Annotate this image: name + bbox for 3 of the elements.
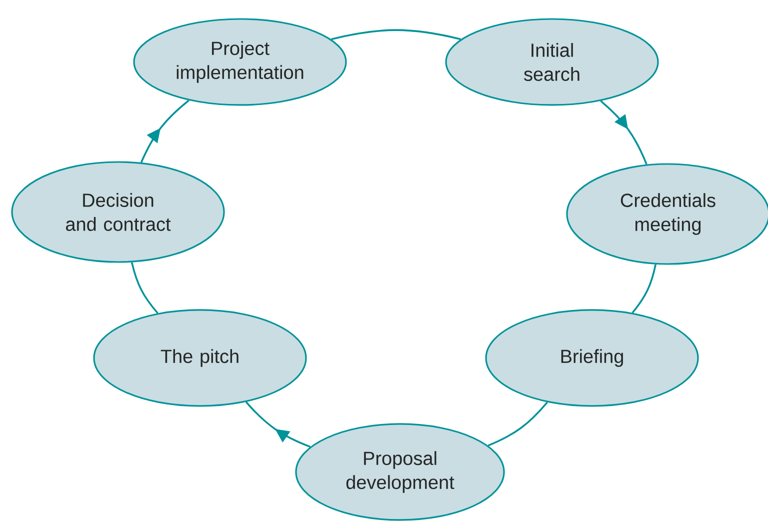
- arrow: [600, 100, 648, 165]
- arrow: [245, 401, 311, 448]
- arrow: [140, 100, 190, 163]
